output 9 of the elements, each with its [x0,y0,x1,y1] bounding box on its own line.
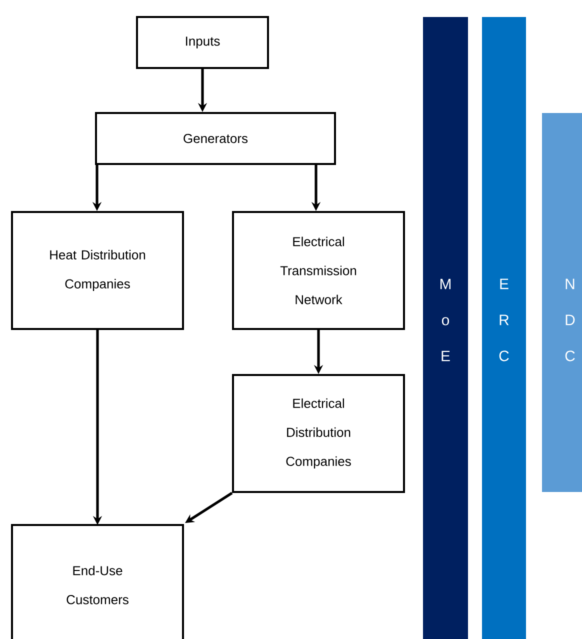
process-box: Inputs [136,16,269,69]
process-box: Electrical Distribution Companies [232,374,405,493]
process-box: Generators [95,112,336,165]
authority-bar: M o E [423,17,468,639]
process-box: Electrical Transmission Network [232,211,405,330]
authority-bar: E R C [482,17,526,639]
process-box: Heat Distribution Companies [11,211,184,330]
authority-bar: N D C [542,113,582,492]
process-box: End-Use Customers [11,524,184,639]
